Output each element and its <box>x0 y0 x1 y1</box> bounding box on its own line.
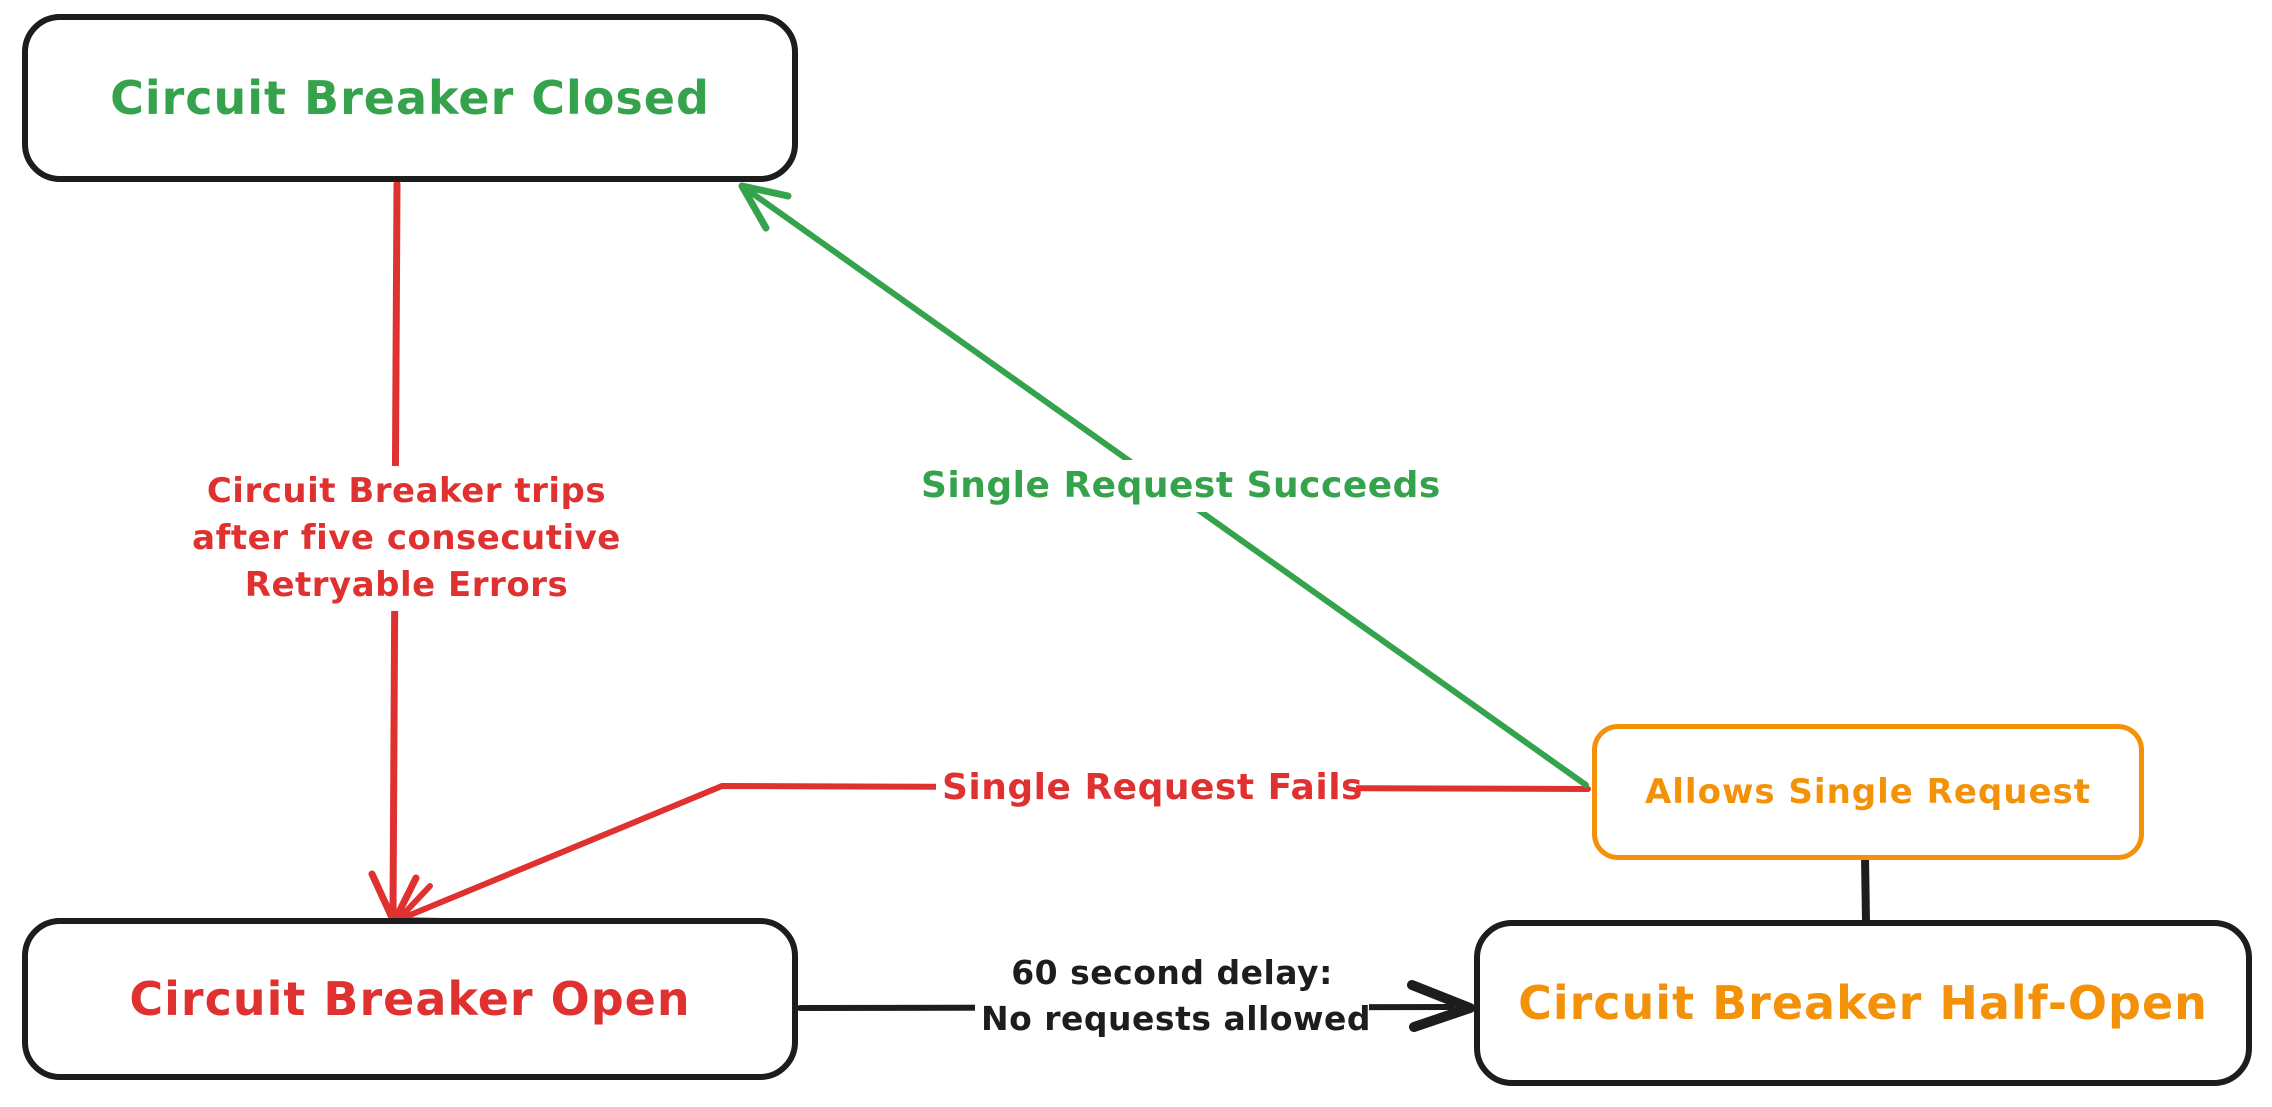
edge-allows-link-line <box>1861 852 1870 926</box>
edge-label-delay: 60 second delay: No requests allowed <box>975 948 1372 1044</box>
node-circuit-breaker-open-label: Circuit Breaker Open <box>129 972 691 1026</box>
edge-label-trip-line3: Retryable Errors <box>244 565 569 605</box>
edge-label-fails: Single Request Fails <box>936 762 1362 814</box>
node-allows-single-request-label: Allows Single Request <box>1644 772 2092 812</box>
edge-label-succeeds: Single Request Succeeds <box>915 460 1440 512</box>
edge-label-trip: Circuit Breaker trips after five consecu… <box>168 466 645 611</box>
node-circuit-breaker-half-open: Circuit Breaker Half-Open <box>1474 920 2252 1086</box>
node-circuit-breaker-closed-label: Circuit Breaker Closed <box>110 71 710 125</box>
node-circuit-breaker-half-open-label: Circuit Breaker Half-Open <box>1518 976 2208 1030</box>
edge-label-delay-line1: 60 second delay: <box>1011 953 1333 992</box>
node-circuit-breaker-closed: Circuit Breaker Closed <box>22 14 798 182</box>
edge-label-trip-line1: Circuit Breaker trips <box>206 471 607 511</box>
edge-label-delay-line2: No requests allowed <box>981 999 1372 1038</box>
edge-trip-arrowhead-icon <box>368 870 420 926</box>
node-allows-single-request: Allows Single Request <box>1592 724 2144 860</box>
edge-succeeds-arrowhead-icon <box>738 182 792 232</box>
edge-label-trip-line2: after five consecutive <box>192 518 621 558</box>
edge-delay-arrowhead-icon <box>1407 980 1475 1032</box>
node-circuit-breaker-open: Circuit Breaker Open <box>22 918 798 1080</box>
